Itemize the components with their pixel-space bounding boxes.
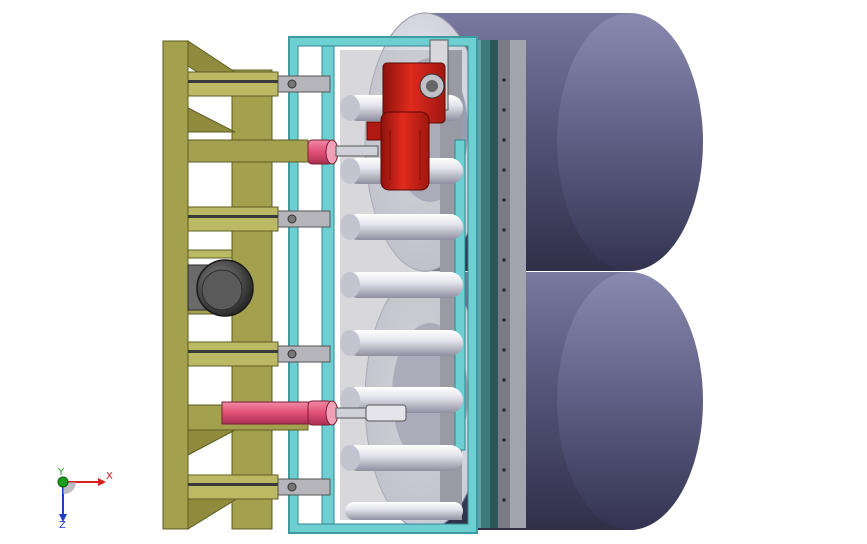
hydraulic-cylinder-icon (307, 139, 379, 165)
clamp-bracket (187, 474, 331, 500)
roller (340, 272, 463, 298)
hydraulic-cylinder-icon (221, 400, 407, 426)
side-rail-assembly (472, 40, 526, 528)
z-axis-label: Z (59, 520, 66, 528)
roller (340, 330, 463, 356)
x-axis-label: X (106, 471, 113, 482)
clamp-bracket (187, 206, 331, 232)
rail-bolts (502, 78, 506, 502)
roller (340, 214, 463, 240)
clamp-bracket (187, 341, 331, 367)
roller (345, 502, 463, 520)
gearbox-icon (419, 73, 445, 99)
drive-hub (187, 259, 254, 317)
motor-icon (366, 39, 449, 191)
clamp-bracket (187, 71, 331, 97)
y-axis-marker (57, 476, 77, 495)
y-axis-label: Y (57, 467, 65, 478)
coordinate-triad-icon: X Y Z (57, 467, 113, 528)
roller (340, 445, 463, 471)
